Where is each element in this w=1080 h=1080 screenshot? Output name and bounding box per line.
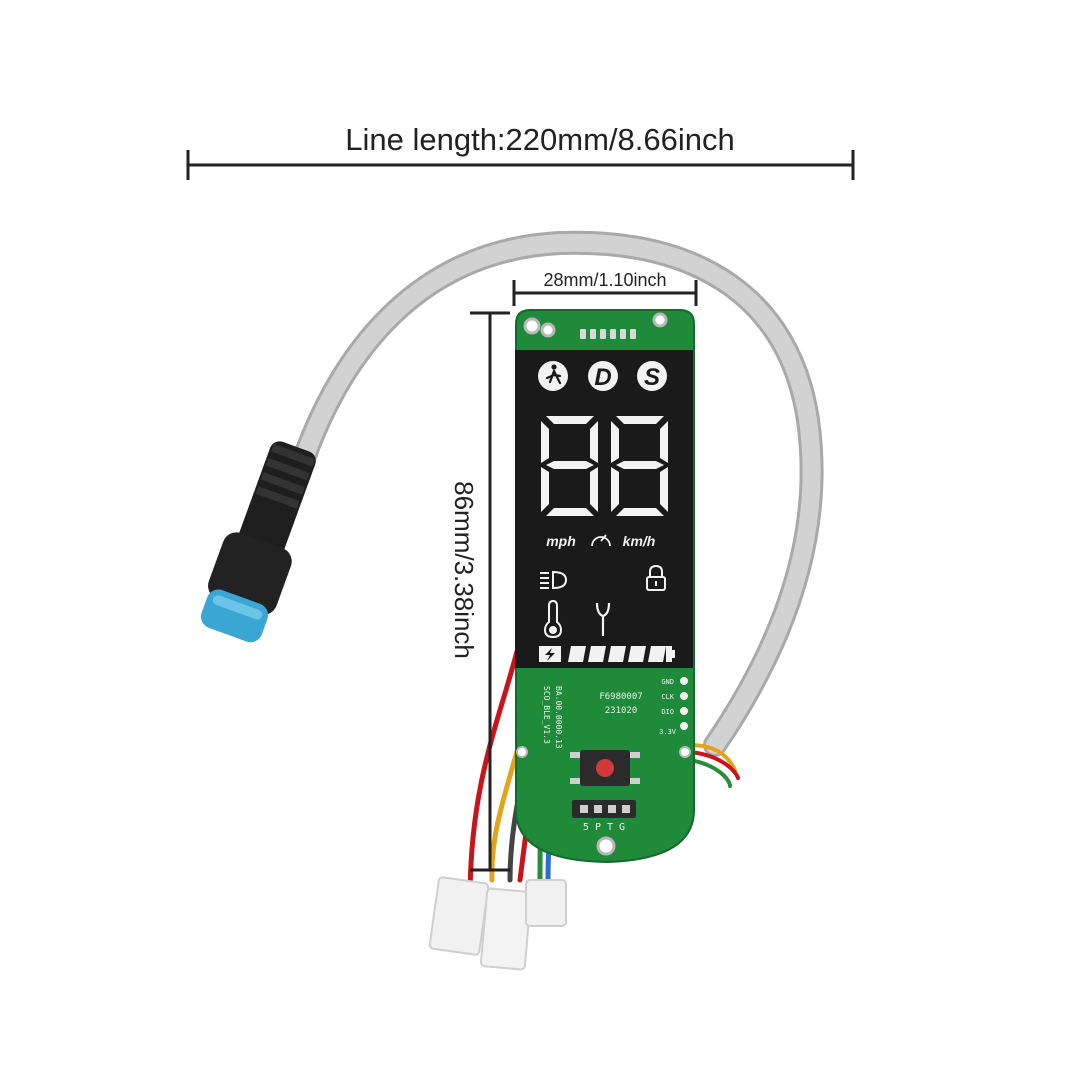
pin-gnd-label: GND: [661, 678, 674, 686]
battery-bar: [628, 646, 646, 662]
battery-bar: [568, 646, 586, 662]
speedometer-icon: [591, 534, 611, 547]
mode-d-label: D: [594, 364, 611, 391]
lock-icon: [646, 564, 666, 591]
programming-header: 5 P T G: [572, 800, 636, 833]
board-code: BA.00.0000.13: [554, 686, 563, 749]
line-length-label: Line length:220mm/8.66inch: [345, 122, 734, 157]
pin-dio-label: DIO: [661, 708, 674, 716]
charging-icon: [539, 646, 561, 662]
thermometer-icon: [543, 599, 563, 639]
unit-kmh-label: km/h: [623, 533, 656, 549]
width-label: 28mm/1.10inch: [543, 270, 666, 290]
lcd-display: D S: [515, 350, 693, 668]
cable-connector: [200, 441, 316, 643]
date-code: 231020: [605, 706, 638, 716]
mode-s-badge: S: [637, 361, 667, 391]
width-dimension: 28mm/1.10inch: [512, 270, 698, 306]
battery-bar: [608, 646, 626, 662]
chip-code: F6980007: [599, 692, 642, 702]
headlight-icon: [540, 570, 568, 590]
mode-s-label: S: [644, 364, 660, 391]
wrench-icon: [595, 602, 611, 636]
mode-d-badge: D: [588, 361, 618, 391]
pin-header-right: GND CLK DIO 3.3V: [659, 677, 688, 736]
speed-digits: [541, 416, 668, 516]
height-dimension: 86mm/3.38inch: [449, 311, 510, 872]
pcb-board: D S: [515, 309, 695, 864]
pcb-lower-section: SCO_BLE_V1.3 BA.00.0000.13 F6980007 2310…: [542, 677, 688, 833]
white-connectors: [428, 876, 567, 971]
height-label: 86mm/3.38inch: [449, 481, 479, 659]
pin-33v-label: 3.3V: [659, 728, 677, 736]
header-label: 5 P T G: [583, 822, 625, 833]
pin-clk-label: CLK: [661, 693, 674, 701]
battery-indicator: [539, 646, 675, 662]
battery-bar: [648, 646, 666, 662]
reset-button: [570, 750, 640, 786]
battery-bar: [588, 646, 606, 662]
line-length-dimension: Line length:220mm/8.66inch: [186, 122, 855, 180]
walk-mode-icon: [538, 361, 568, 391]
unit-mph-label: mph: [546, 533, 576, 549]
board-label: SCO_BLE_V1.3: [542, 686, 551, 744]
gray-cable: [288, 230, 824, 757]
